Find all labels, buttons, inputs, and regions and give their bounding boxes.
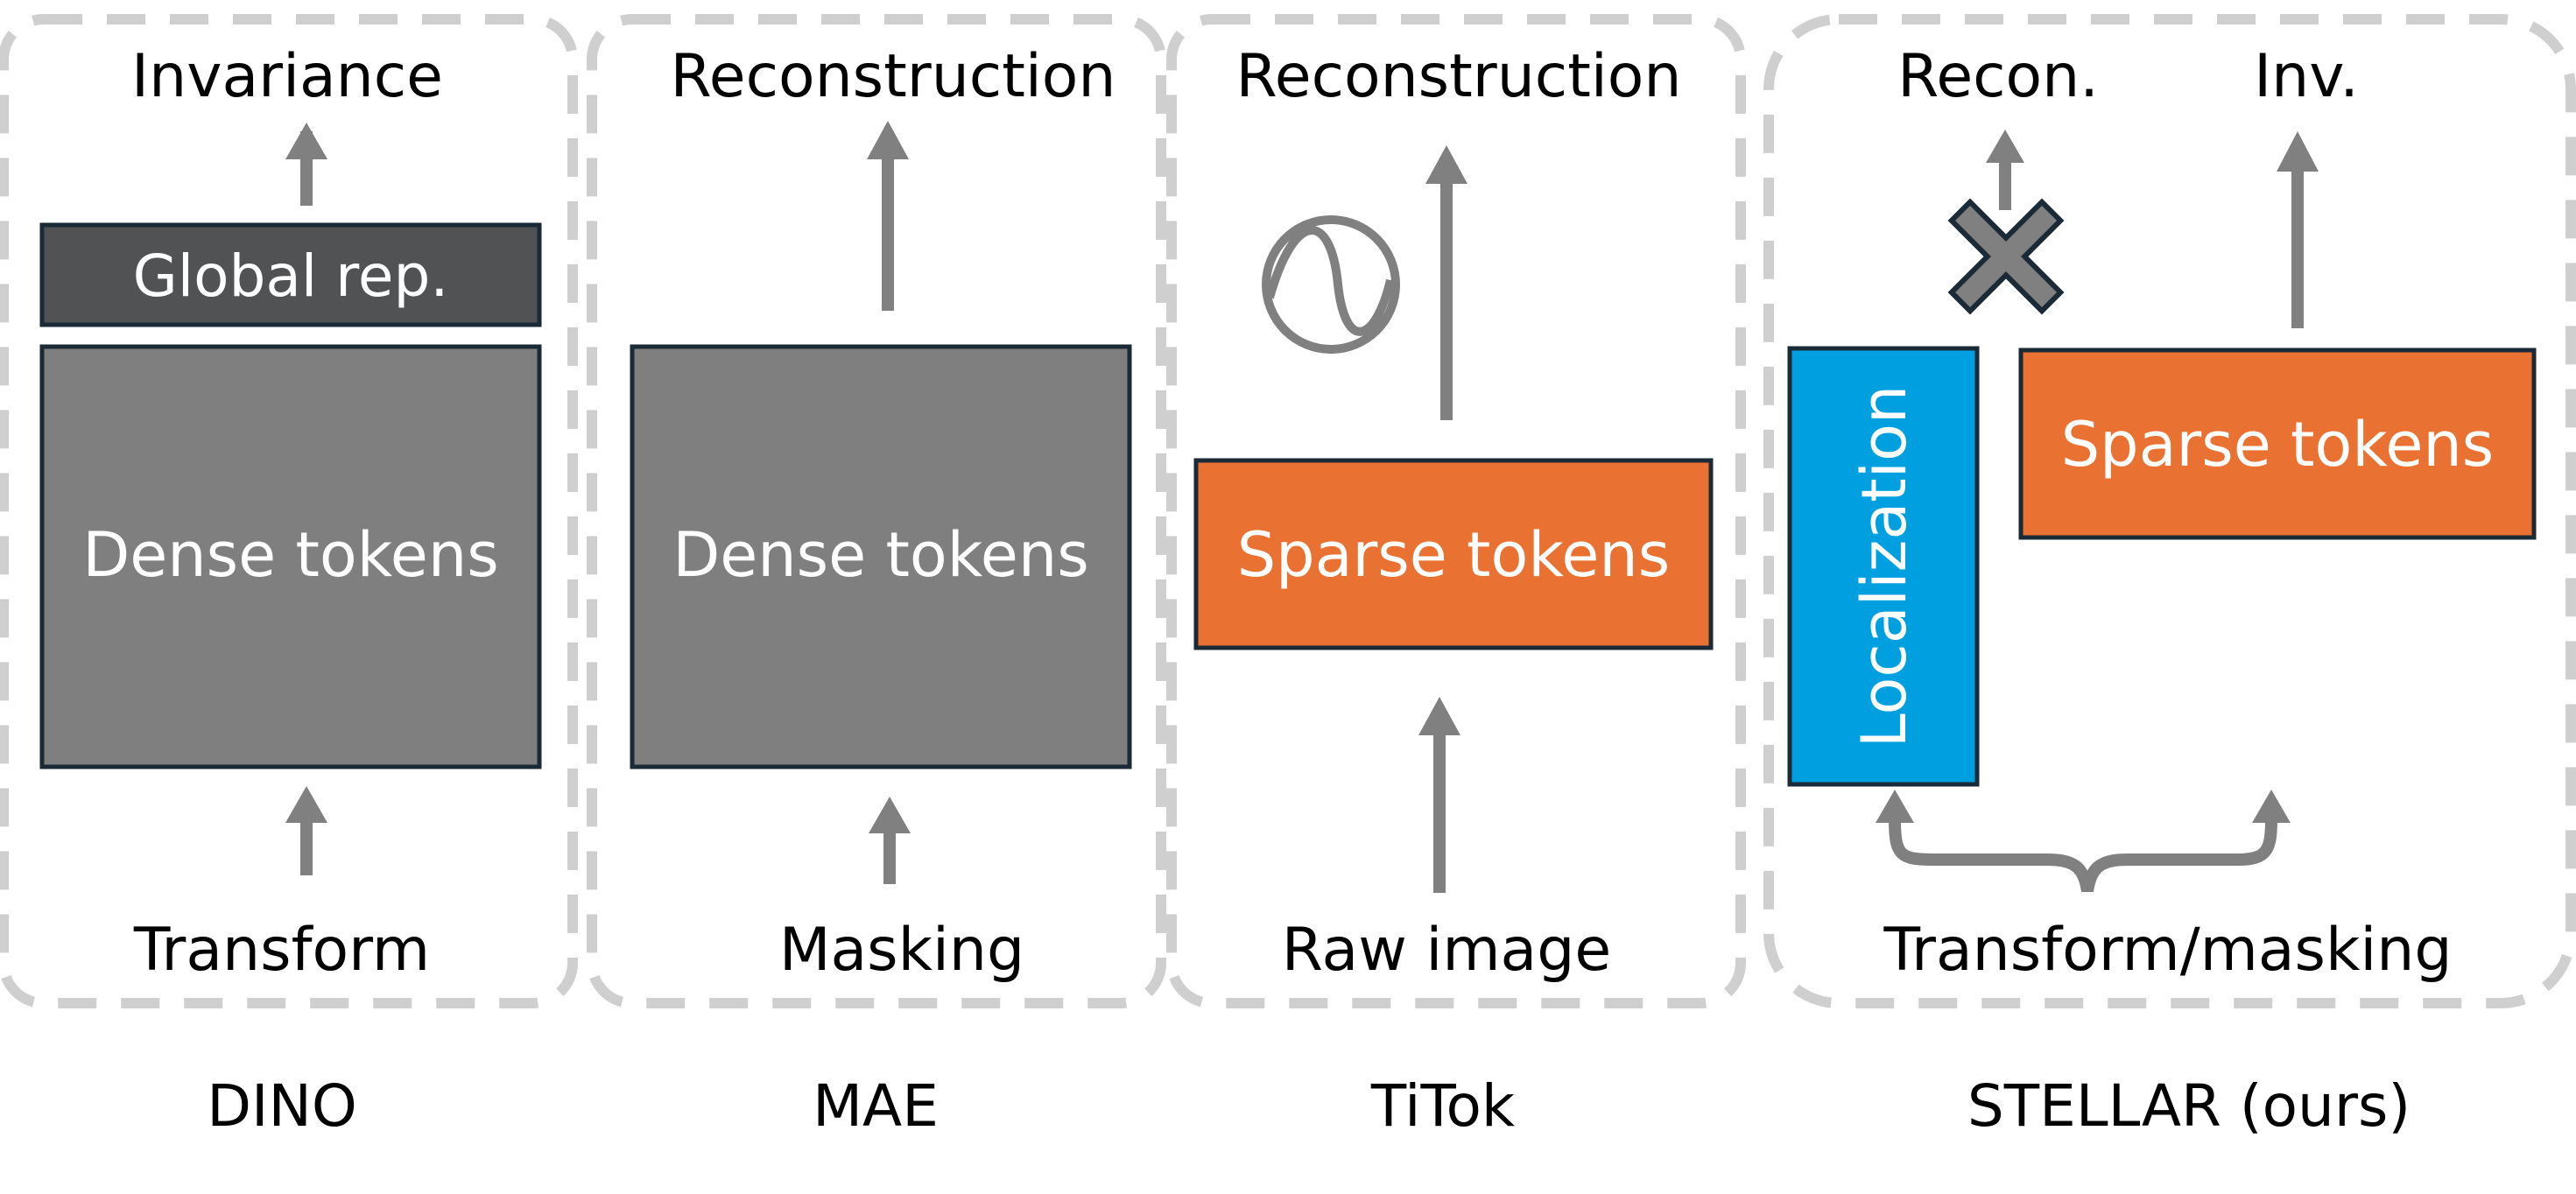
stellar-top-label-inv: Inv. [2254, 42, 2359, 111]
sparse-tokens-label: Sparse tokens [1237, 519, 1671, 591]
sinusoid-icon [1262, 215, 1400, 354]
up-arrow [1418, 697, 1460, 893]
panel-dino-frame [0, 14, 578, 1008]
dense-tokens-label: Dense tokens [82, 519, 498, 591]
sparse-tokens-box [1193, 458, 1714, 650]
panel-mae-frame [587, 14, 1166, 1008]
up-arrow [1425, 145, 1467, 420]
sparse-tokens-label: Sparse tokens [2061, 409, 2495, 481]
up-arrow [285, 786, 327, 875]
stellar-bottom-label: Transform/masking [1883, 916, 2452, 985]
stellar-top-label-recon: Recon. [1897, 42, 2099, 111]
panel-stellar: Recon. Inv. Localization Sparse tokens T… [1763, 14, 2576, 1008]
panel-mae: Reconstruction Dense tokens Masking [587, 14, 1166, 1008]
panel-titok-frame [1166, 14, 1746, 1008]
up-arrow [1986, 130, 2024, 210]
up-arrow [869, 797, 911, 884]
caption-mae: MAE [813, 1072, 939, 1140]
panel-stellar-frame [1763, 14, 2576, 1008]
mae-bottom-label: Masking [779, 916, 1024, 985]
mae-top-label: Reconstruction [671, 42, 1116, 111]
titok-bottom-label: Raw image [1282, 916, 1611, 985]
localization-label: Localization [1848, 385, 1920, 748]
caption-dino: DINO [207, 1072, 357, 1140]
cross-icon [1947, 198, 2065, 315]
panel-dino: Invariance Global rep. Dense tokens Tran… [0, 14, 578, 1008]
titok-top-label: Reconstruction [1236, 42, 1682, 111]
dino-bottom-label: Transform [133, 916, 430, 985]
global-rep-box [39, 222, 542, 327]
dense-tokens-label: Dense tokens [672, 519, 1088, 591]
sparse-tokens-box [2018, 348, 2537, 540]
caption-titok: TiTok [1370, 1072, 1516, 1140]
up-arrow [2277, 131, 2319, 328]
dense-tokens-box [39, 344, 542, 769]
panel-titok: Reconstruction Sparse tokens Raw image [1166, 14, 1746, 1008]
up-arrow [285, 123, 327, 206]
dino-top-label: Invariance [131, 42, 443, 111]
up-arrow [867, 121, 909, 311]
curly-brace-arrows [1876, 790, 2291, 893]
localization-box [1787, 346, 1980, 787]
global-rep-label: Global rep. [133, 242, 449, 310]
caption-stellar: STELLAR (ours) [1967, 1072, 2411, 1140]
dense-tokens-box [630, 344, 1132, 769]
